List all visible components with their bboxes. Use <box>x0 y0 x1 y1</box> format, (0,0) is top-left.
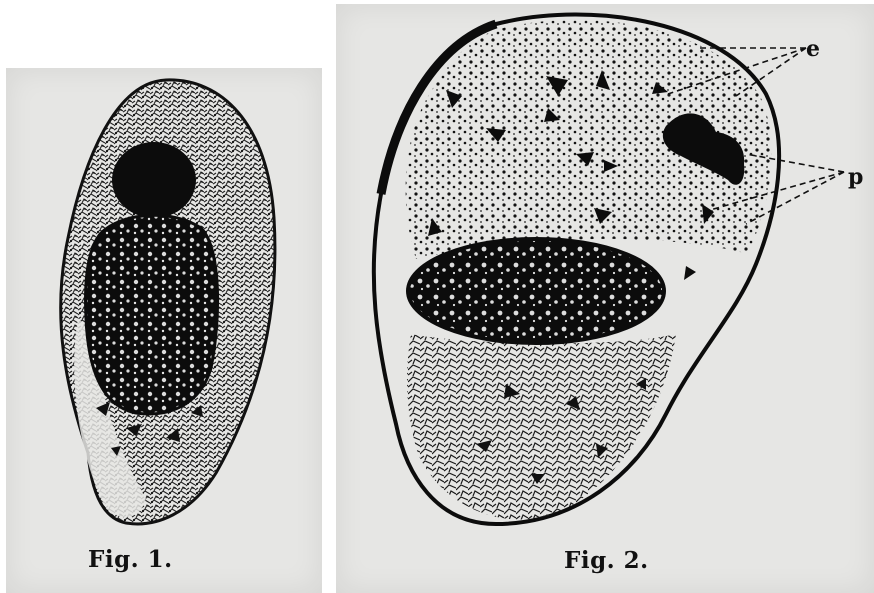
figure-2-cell-illustration <box>336 4 874 593</box>
figure-1-plate: Fig. 1. <box>6 68 322 593</box>
figure-2-label-p: p <box>848 164 863 190</box>
figure-2-caption: Fig. 2. <box>564 547 649 574</box>
figure-2-plate: e p Fig. 2. <box>336 4 874 593</box>
nucleus <box>86 215 218 414</box>
figure-1-caption: Fig. 1. <box>88 546 173 573</box>
figure-2-label-e: e <box>806 36 820 62</box>
nucleus-cap <box>112 142 196 218</box>
nucleus <box>408 239 664 343</box>
figure-1-cell-illustration <box>6 68 322 593</box>
